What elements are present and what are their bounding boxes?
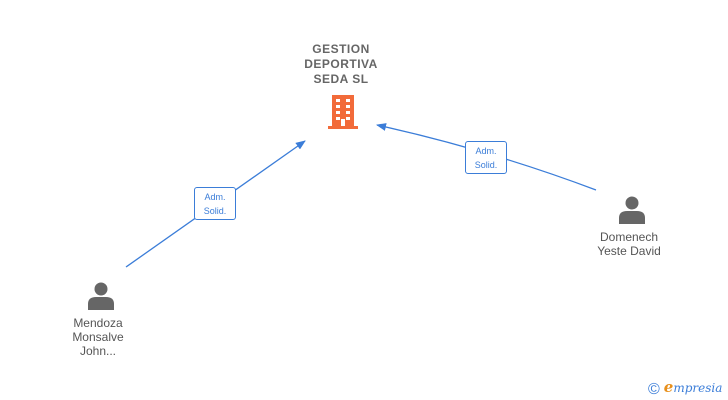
- person-name-domenech[interactable]: Domenech Yeste David: [574, 230, 684, 258]
- role-label: Adm.: [475, 145, 497, 156]
- role-label: Adm.: [204, 191, 226, 202]
- role-badge-mendoza[interactable]: Adm. Solid.: [194, 187, 236, 220]
- brand-name: mpresia: [673, 381, 723, 395]
- company-name-line: SEDA SL: [313, 72, 369, 86]
- company-name[interactable]: GESTION DEPORTIVA SEDA SL: [291, 42, 391, 87]
- company-name-line: GESTION: [312, 42, 370, 56]
- role-label: Solid.: [203, 205, 227, 216]
- person-name-line: Domenech: [599, 230, 659, 244]
- person-name-line: Monsalve: [72, 330, 124, 344]
- person-icon[interactable]: [617, 195, 647, 225]
- person-icon[interactable]: [86, 281, 116, 311]
- empresia-watermark: ©empresia: [648, 378, 722, 399]
- role-badge-domenech[interactable]: Adm. Solid.: [465, 141, 507, 174]
- person-name-line: Mendoza: [73, 316, 123, 330]
- building-icon[interactable]: [328, 95, 358, 129]
- person-name-line: John...: [79, 344, 117, 358]
- person-name-line: Yeste David: [597, 244, 661, 258]
- brand-initial: e: [663, 378, 674, 396]
- company-name-line: DEPORTIVA: [304, 57, 378, 71]
- person-name-mendoza[interactable]: Mendoza Monsalve John...: [43, 316, 153, 358]
- copyright-symbol: ©: [648, 381, 660, 398]
- role-label: Solid.: [474, 159, 498, 170]
